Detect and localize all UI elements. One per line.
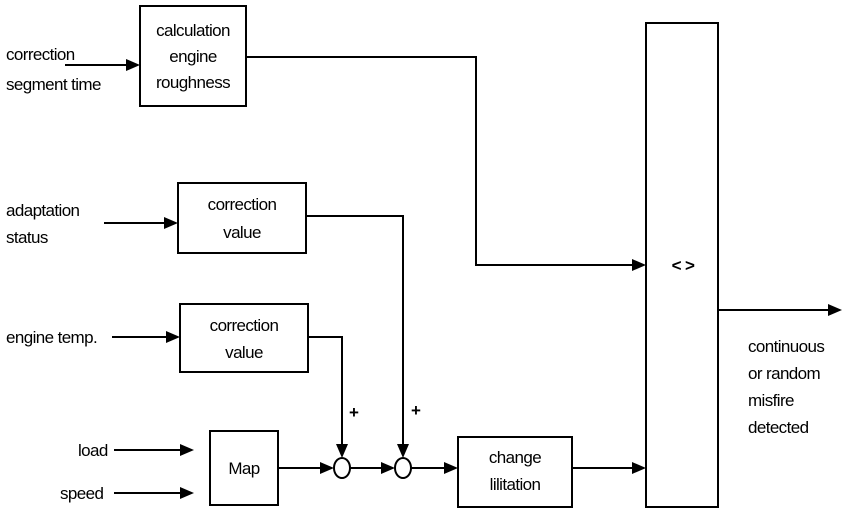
correction-lower-line-1: correction bbox=[210, 316, 279, 335]
arrowhead-into-correction-upper bbox=[164, 217, 178, 229]
correction-lower-line-2: value bbox=[225, 343, 263, 362]
comparator-block: < > bbox=[645, 22, 719, 508]
wire-upper-correction-to-sum2 bbox=[306, 215, 404, 446]
map-label: Map bbox=[228, 459, 259, 478]
arrowhead-speed bbox=[180, 487, 194, 499]
output-label-line-2: or random bbox=[748, 364, 821, 383]
comparator-symbol: < > bbox=[672, 256, 695, 275]
output-label-line-3: misfire bbox=[748, 391, 794, 410]
arrowhead-into-comparator-top bbox=[632, 259, 646, 271]
arrowhead-into-calculation bbox=[126, 59, 140, 71]
sum-sign-1: + bbox=[349, 403, 359, 422]
correction-value-block-upper: correction value bbox=[177, 182, 307, 254]
summing-node-1 bbox=[333, 457, 351, 479]
change-limitation-line-1: change bbox=[489, 448, 541, 467]
calculation-block-line-1: calculation bbox=[156, 21, 230, 40]
input-label-segment-time: segment time bbox=[6, 75, 101, 94]
arrowhead-into-sum2-from-top bbox=[397, 444, 409, 458]
input-label-adaptation: adaptation bbox=[6, 201, 80, 220]
sum-sign-2: + bbox=[411, 401, 421, 420]
calculation-block-line-3: roughness bbox=[156, 73, 230, 92]
output-label-line-1: continuous bbox=[748, 337, 824, 356]
wire-lower-correction-to-sum1 bbox=[308, 336, 343, 446]
change-limitation-line-2: lilitation bbox=[490, 475, 541, 494]
change-limitation-block: change lilitation bbox=[457, 436, 573, 508]
arrowhead-into-sum1 bbox=[320, 462, 334, 474]
map-block: Map bbox=[209, 430, 279, 506]
correction-upper-line-1: correction bbox=[208, 195, 277, 214]
correction-value-block-lower: correction value bbox=[179, 303, 309, 373]
input-label-load: load bbox=[78, 441, 108, 460]
arrowhead-output bbox=[828, 304, 842, 316]
input-label-correction: correction bbox=[6, 45, 75, 64]
input-label-engine-temp: engine temp. bbox=[6, 328, 97, 347]
input-label-speed: speed bbox=[60, 484, 103, 503]
arrowhead-into-sum1-from-top bbox=[336, 444, 348, 458]
connection-lines bbox=[65, 56, 830, 494]
arrowhead-into-sum2 bbox=[381, 462, 395, 474]
output-label-line-4: detected bbox=[748, 418, 809, 437]
arrowhead-into-correction-lower bbox=[166, 331, 180, 343]
correction-upper-line-2: value bbox=[223, 223, 261, 242]
summing-node-2 bbox=[394, 457, 412, 479]
arrowheads bbox=[126, 59, 842, 499]
wire-roughness-to-comparator bbox=[246, 56, 634, 266]
arrowhead-load bbox=[180, 444, 194, 456]
arrowhead-into-comparator-bottom bbox=[632, 462, 646, 474]
calculation-engine-roughness-block: calculation engine roughness bbox=[139, 5, 247, 107]
arrowhead-into-change-limitation bbox=[444, 462, 458, 474]
calculation-block-line-2: engine bbox=[169, 47, 217, 66]
input-label-status: status bbox=[6, 228, 48, 247]
